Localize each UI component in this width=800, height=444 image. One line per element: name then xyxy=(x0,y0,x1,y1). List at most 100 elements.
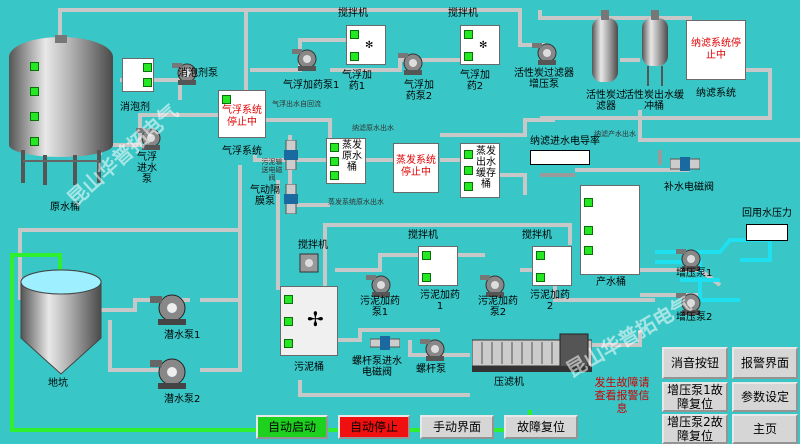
flotation-dosing-2-label: 气浮加药2 xyxy=(460,70,490,92)
sludge-valve-label: 污泥输送电磁阀 xyxy=(261,158,283,182)
flotation-system-tank[interactable] xyxy=(218,90,266,138)
carbon-out-buffer-tank[interactable] xyxy=(638,10,672,90)
defoamer-label: 消泡剂 xyxy=(120,102,150,113)
sludge-tank[interactable]: ✢ xyxy=(280,286,338,356)
evap-raw-led-3 xyxy=(330,171,339,180)
booster-pump-1-icon[interactable] xyxy=(676,246,706,272)
raw-tank-level-indicator-2 xyxy=(30,87,39,96)
submersible-pump-2-icon[interactable] xyxy=(150,356,194,390)
booster-pump-2-fault-reset-button[interactable]: 增压泵2故障复位 xyxy=(662,414,728,444)
flotation-inlet-pump-label: 气浮进水泵 xyxy=(137,152,157,185)
raw-tank-level-indicator-3 xyxy=(30,112,39,121)
evap-out-led-2 xyxy=(464,166,473,175)
home-button[interactable]: 主页 xyxy=(732,414,798,444)
fd1-led-1 xyxy=(350,30,359,39)
raw-tank-level-indicator-1 xyxy=(30,62,39,71)
defoamer-pump-label: 消泡剂泵 xyxy=(178,68,218,79)
sludge-dosing-1-label: 污泥加药1 xyxy=(420,290,460,312)
evap-out-tank[interactable] xyxy=(460,143,500,198)
diaphragm-pump-icon[interactable] xyxy=(284,184,298,214)
nf-product-out-label: 纳滤产水出水 xyxy=(594,130,636,138)
defoamer-pump-icon[interactable] xyxy=(172,60,202,86)
sludge-dosing-1-tank[interactable] xyxy=(418,246,458,286)
filter-press-machine[interactable] xyxy=(472,330,592,374)
sludge-dosing-pump-1-icon[interactable] xyxy=(366,272,396,298)
sludge-dosing-pump-1-label: 污泥加药泵1 xyxy=(360,296,400,318)
evap-out-led-3 xyxy=(464,182,473,191)
submersible-pump-1-icon[interactable] xyxy=(150,292,194,326)
makeup-valve-icon[interactable] xyxy=(670,155,700,173)
sludge-dosing-pump-2-icon[interactable] xyxy=(480,272,510,298)
product-led-3 xyxy=(584,246,593,255)
raw-tank-label: 原水桶 xyxy=(50,202,80,213)
nf-system[interactable] xyxy=(686,20,746,80)
sd1-led-2 xyxy=(422,273,431,282)
evap-raw-tank[interactable] xyxy=(326,138,366,184)
evap-out-led-1 xyxy=(464,150,473,159)
carbon-filter-pump-icon[interactable] xyxy=(532,40,562,66)
pit-label: 地坑 xyxy=(48,378,68,389)
manual-screen-button[interactable]: 手动界面 xyxy=(420,415,494,439)
nf-status: 纳滤系统停止中 xyxy=(691,38,741,61)
flotation-system-label: 气浮系统 xyxy=(222,146,262,157)
flotation-dosing-pump-1-label: 气浮加药泵1 xyxy=(283,80,340,91)
evap-raw-led-2 xyxy=(330,157,339,166)
product-led-1 xyxy=(584,198,593,207)
sludge-dosing-2-tank[interactable] xyxy=(532,246,572,286)
sludge-stirrer-motor-icon[interactable] xyxy=(298,252,320,274)
flotation-dosing-pump-2-label: 气浮加药泵2 xyxy=(404,80,434,102)
carbon-filter-pump-label: 活性炭过滤器增压泵 xyxy=(514,68,574,90)
mute-button[interactable]: 消音按钮 xyxy=(662,347,728,379)
fd2-led-1 xyxy=(464,30,473,39)
flotation-dosing-2-tank[interactable]: ✻ xyxy=(460,25,500,65)
stirrer-4-label: 搅拌机 xyxy=(522,230,552,241)
flotation-dosing-pump-2-icon[interactable] xyxy=(398,50,428,76)
sludge-led-3 xyxy=(284,339,293,348)
product-tank-label: 产水桶 xyxy=(596,277,626,288)
sludge-transfer-valve-icon[interactable] xyxy=(284,140,298,170)
flotation-dosing-pump-1-icon[interactable] xyxy=(292,46,322,72)
carbon-filter-label: 活性炭过滤器 xyxy=(586,90,626,112)
flotation-dosing-1-tank[interactable]: ✻ xyxy=(346,25,386,65)
flotation-status: 气浮系统停止中 xyxy=(222,105,262,128)
stirrer-1-label: 搅拌机 xyxy=(338,8,368,19)
alarm-screen-button[interactable]: 报警界面 xyxy=(732,347,798,379)
evap-out-tank-label: 蒸发出水缓存桶 xyxy=(476,146,496,190)
raw-tank-level-indicator-4 xyxy=(30,137,39,146)
stirrer-3-label: 搅拌机 xyxy=(408,230,438,241)
sd2-led-2 xyxy=(536,273,545,282)
booster-pump-2-icon[interactable] xyxy=(676,290,706,316)
fd1-led-2 xyxy=(350,52,359,61)
parameter-settings-button[interactable]: 参数设定 xyxy=(732,382,798,412)
booster-pump-1-fault-reset-button[interactable]: 增压泵1故障复位 xyxy=(662,382,728,412)
screw-pump-valve-icon[interactable] xyxy=(370,336,400,350)
screw-pump-valve-label: 螺杆泵进水电磁阀 xyxy=(352,356,402,378)
booster-pump-1-label: 增压泵1 xyxy=(676,268,713,279)
nf-inlet-conductivity-value xyxy=(530,150,590,165)
defoamer-level-indicator-1 xyxy=(143,63,152,72)
screw-pump-label: 螺杆泵 xyxy=(416,364,446,375)
product-tank[interactable] xyxy=(580,185,640,275)
evap-system[interactable] xyxy=(393,143,439,193)
auto-stop-button[interactable]: 自动停止 xyxy=(338,415,410,439)
mixer-blade-icon: ✢ xyxy=(307,307,324,331)
sd2-led-1 xyxy=(536,251,545,260)
flotation-inlet-pump-icon[interactable] xyxy=(136,125,166,151)
pit-tank[interactable] xyxy=(18,268,104,378)
fd2-led-2 xyxy=(464,52,473,61)
stirrer-sludge-label: 搅拌机 xyxy=(298,240,328,251)
diaphragm-pump-label: 气动隔膜泵 xyxy=(250,185,280,207)
flotation-dosing-1-label: 气浮加药1 xyxy=(342,70,372,92)
auto-start-button[interactable]: 自动启动 xyxy=(256,415,328,439)
sludge-dosing-pump-2-label: 污泥加药泵2 xyxy=(478,296,518,318)
flotation-out-self-label: 气浮出水自回流 xyxy=(272,100,321,108)
carbon-filter-vessel[interactable] xyxy=(590,10,620,90)
fault-reset-button[interactable]: 故障复位 xyxy=(504,415,578,439)
evap-raw-out-label: 蒸发系统原水出水 xyxy=(328,198,384,206)
defoamer-tank[interactable] xyxy=(122,58,154,92)
screw-pump-icon[interactable] xyxy=(420,336,450,362)
nf-raw-out-label: 纳滤原水出水 xyxy=(352,124,394,132)
filter-press-label: 压滤机 xyxy=(494,377,524,388)
raw-water-tank[interactable] xyxy=(5,35,117,195)
